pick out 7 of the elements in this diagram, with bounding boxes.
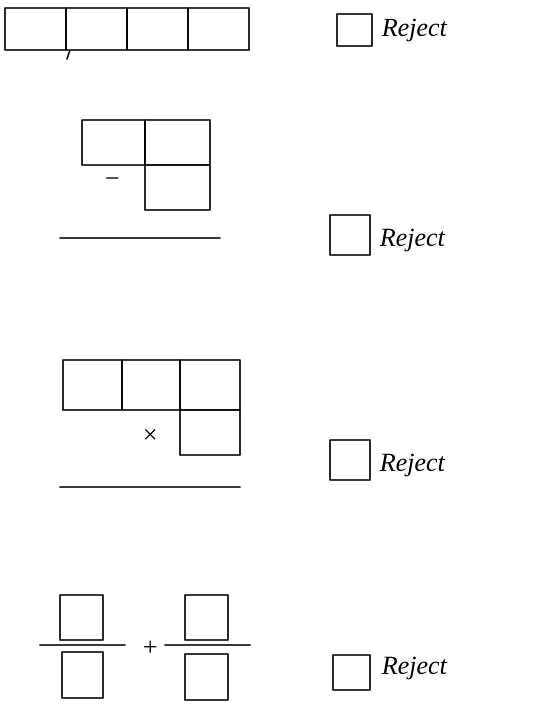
operator-sign: + [144, 640, 156, 653]
reject-label: Reject [380, 228, 446, 252]
operator-sign: − [106, 177, 118, 179]
operator-sign: × [144, 429, 156, 440]
reject-label: Reject [382, 656, 448, 680]
reject-label: Reject [382, 18, 448, 42]
reject-label: Reject [380, 454, 446, 476]
